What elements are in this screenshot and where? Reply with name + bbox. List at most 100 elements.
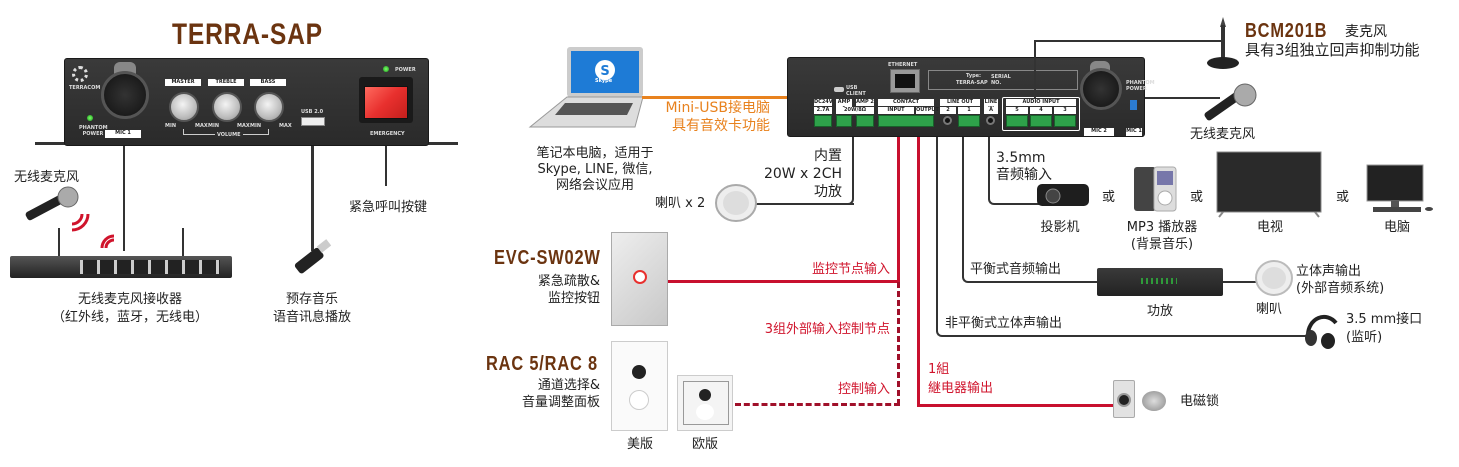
relay-label-2: 継电器输出	[928, 381, 994, 396]
power-label: POWER	[395, 67, 416, 73]
or-label-1: 或	[1102, 190, 1116, 205]
rac-eu-volume-knob[interactable]	[696, 404, 714, 420]
tg-dc24v: DC24V	[814, 99, 833, 106]
rack-ear-right	[428, 142, 458, 145]
type-value: TERRA-SAP	[956, 80, 988, 86]
master-label: MASTER	[165, 79, 201, 86]
stereo-out-label-1: 立体声输出	[1296, 264, 1362, 279]
evc-button[interactable]	[633, 270, 647, 284]
volume-label: VOLUME	[215, 132, 243, 138]
evc-button-plate	[611, 232, 668, 326]
svg-text:S: S	[600, 64, 609, 79]
bcm-desc: 具有3组独立回声抑制功能	[1245, 41, 1420, 59]
terminal-contact[interactable]	[878, 115, 934, 127]
wireless-signal-icon	[71, 213, 90, 232]
wire-external-inputs-dashed	[897, 282, 900, 405]
wire-evc-monitor	[897, 137, 900, 282]
external-inputs-label: 3组外部输入控制节点	[764, 322, 890, 337]
rac-model: RAC 5/RAC 8	[486, 353, 598, 375]
usb-client-port[interactable]	[834, 87, 844, 92]
evc-desc-2: 监控按钮	[547, 291, 600, 306]
emergency-label: EMERGENCY	[370, 131, 405, 137]
usb-port[interactable]	[301, 117, 325, 126]
rac-eu-label: 欧版	[691, 437, 718, 452]
bass-min: MIN	[250, 123, 262, 129]
stereo-out-label-2: (外部音频系统)	[1296, 281, 1385, 296]
computer-icon	[1366, 164, 1433, 212]
rac-us-label: 美版	[626, 437, 653, 452]
emergency-button[interactable]	[364, 86, 408, 119]
terminal-audio-in-3[interactable]	[1054, 115, 1076, 127]
tg-dc24v-sub: 2.7A	[814, 107, 832, 114]
master-knob[interactable]	[169, 92, 199, 122]
rac-eu-selector-knob[interactable]	[699, 389, 711, 401]
wire-amp-speaker	[1220, 281, 1260, 283]
receiver-label-2: （红外线，蓝牙，无线电）	[51, 310, 208, 325]
tg-lineout: LINE OUT	[940, 99, 980, 106]
tg-lineout-2: 2	[940, 107, 956, 114]
rac-eu-panel	[677, 375, 733, 431]
or-label-2: 或	[1190, 190, 1204, 205]
source-tv-label: 电视	[1256, 220, 1283, 235]
receiver-label-1: 无线麦克风接收器	[77, 292, 182, 307]
tg-amp-sub: 20W/8Ω	[836, 107, 874, 114]
laptop-label-3: 网络会议应用	[555, 178, 634, 193]
mic1-label: MIC 1	[105, 130, 141, 138]
electromagnetic-lock-icon	[1113, 380, 1135, 418]
mic1-rear-label: MIC 1	[1126, 128, 1142, 136]
phantom-switch[interactable]	[1130, 100, 1137, 110]
emergency-button-label: 紧急呼叫按键	[349, 200, 428, 215]
treble-max: MAX	[237, 123, 250, 129]
bass-knob[interactable]	[254, 92, 284, 122]
laptop-icon: S	[528, 47, 644, 128]
terra-sap-front-panel: TERRACOM PHANTOM POWER MIC 1 MASTER TREB…	[64, 58, 429, 146]
handheld-mic-icon	[25, 186, 79, 221]
terminal-dc24v[interactable]	[814, 115, 832, 127]
external-amp-label: 功放	[1146, 304, 1173, 319]
line-out-2-jack[interactable]	[943, 116, 952, 125]
terminal-audio-in-4[interactable]	[1030, 115, 1052, 127]
type-label: Type:	[966, 73, 982, 79]
treble-knob[interactable]	[212, 92, 242, 122]
unbalanced-out-label: 非平衡式立体声输出	[945, 316, 1063, 331]
line-in-jack[interactable]	[986, 116, 995, 125]
ceiling-speaker-icon	[715, 184, 757, 222]
wire-emergency	[385, 146, 387, 186]
terminal-amp2[interactable]	[856, 115, 874, 127]
bass-max: MAX	[279, 123, 292, 129]
rac-us-selector-knob[interactable]	[632, 365, 646, 379]
mic1-xlr-input[interactable]	[101, 71, 149, 119]
mini-usb-label-1: Mini-USB接电脑	[665, 100, 770, 116]
tv-icon	[1216, 151, 1322, 218]
rac-us-volume-knob[interactable]	[629, 390, 649, 410]
ethernet-port[interactable]	[890, 69, 920, 93]
usb-stick-icon	[294, 239, 332, 274]
lock-armature-icon	[1142, 391, 1166, 411]
terracom-logo-icon	[72, 66, 88, 82]
audio-input-highlight	[1002, 97, 1080, 131]
master-min: MIN	[165, 123, 177, 129]
serial-label: SERIAL NO.	[991, 74, 1011, 86]
builtin-amp-1: 内置	[814, 148, 842, 164]
power-led	[383, 66, 389, 72]
wire-right-mic	[1145, 97, 1220, 99]
wire-relay-output	[917, 137, 920, 407]
wireless-receiver	[10, 256, 232, 278]
wireless-mic-label: 无线麦克风	[14, 170, 80, 185]
mic2-xlr-input[interactable]	[1080, 68, 1122, 110]
headphone-label-1: 3.5 mm接口	[1346, 312, 1423, 327]
tg-contact: CONTACT	[878, 99, 934, 106]
headphone-label-2: (监听)	[1346, 330, 1383, 345]
source-computer-label: 电脑	[1383, 220, 1410, 235]
terminal-amp1[interactable]	[836, 115, 852, 127]
tg-lineout-1: 1	[958, 107, 980, 114]
terminal-audio-in-5[interactable]	[1006, 115, 1028, 127]
balanced-out-label: 平衡式音频输出	[970, 262, 1062, 277]
mini-usb-label-2: 具有音效卡功能	[672, 118, 770, 134]
terminal-line-out-1[interactable]	[958, 115, 980, 127]
evc-connection-label: 监控节点输入	[811, 262, 890, 277]
tg-audioin-4: 4	[1030, 107, 1052, 114]
wire-mic-receiver	[123, 146, 125, 251]
terra-sap-title: TERRA-SAP	[172, 18, 323, 51]
tg-audioin-5: 5	[1006, 107, 1028, 114]
